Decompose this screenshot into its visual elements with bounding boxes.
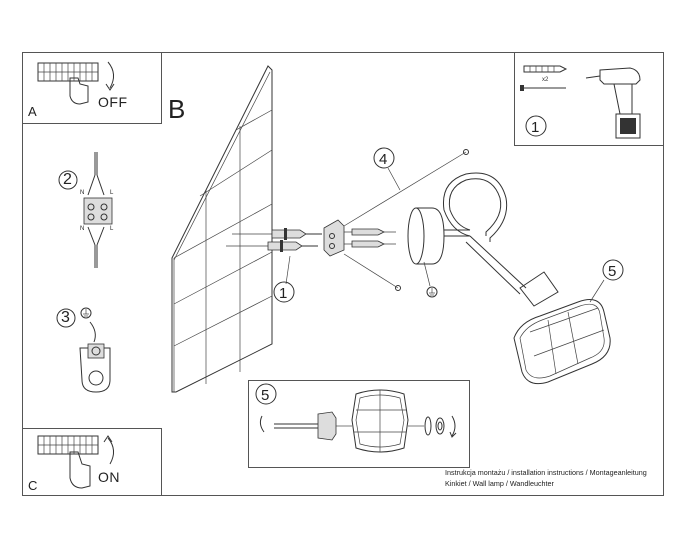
- arrow-on-curve: [107, 437, 114, 465]
- breaker-on-illustration: [37, 435, 114, 489]
- off-label: OFF: [98, 94, 128, 110]
- arrow-off-curve: [107, 61, 114, 89]
- hand-on: [69, 451, 91, 489]
- caption-line-1: Instrukcja montażu / installation instru…: [445, 468, 647, 477]
- wall-plug-icon: [523, 65, 568, 73]
- wall-panel-illustration: [171, 65, 273, 393]
- canopy-ground-icon: [423, 261, 438, 298]
- tools-panel: [514, 52, 664, 146]
- screw-icon: [520, 85, 566, 91]
- ground-terminal-illustration: [56, 307, 111, 393]
- on-label: ON: [98, 469, 120, 485]
- step-c-letter: C: [28, 478, 38, 493]
- callout-mount-kit: 1: [273, 255, 295, 303]
- step-a-letter: A: [28, 104, 37, 119]
- lamp-shade-illustration: [513, 271, 611, 385]
- quantity-label: x2: [542, 77, 549, 83]
- terminal-l-bottom: L: [110, 226, 114, 232]
- callout-shade: 5: [589, 259, 624, 303]
- tools-step-number: 1: [531, 119, 539, 136]
- terminal-block: [83, 197, 113, 225]
- shade-assembly-detail: 5: [255, 383, 457, 453]
- step-3-number: 3: [61, 309, 70, 326]
- terminal-l-top: L: [110, 190, 114, 196]
- drill-icon: [585, 67, 641, 139]
- callout-shade-number: 5: [608, 263, 616, 280]
- canopy-illustration: [407, 207, 470, 265]
- wall-anchors-illustration: [226, 228, 322, 252]
- step-2-circle: [58, 170, 78, 190]
- drawing-frame: [22, 52, 664, 496]
- section-b-label: B: [168, 94, 186, 124]
- caption-line-2: Kinkiet / Wall lamp / Wandleuchter: [445, 479, 554, 488]
- lamp-arm-illustration: [442, 172, 527, 295]
- canopy-screws: [343, 149, 469, 291]
- step-1-circle: [525, 115, 547, 137]
- ground-symbol-icon: [80, 307, 92, 319]
- mounting-bracket-illustration: [323, 219, 396, 257]
- wiring-terminal-illustration: [58, 152, 113, 268]
- ground-bracket: [79, 347, 111, 393]
- callout-cover: 4: [373, 147, 401, 191]
- tools-illustration: x2 1: [520, 65, 641, 139]
- caption: Instrukcja montażu / installation instru…: [445, 467, 647, 489]
- hand-off: [69, 77, 89, 105]
- breaker-off-illustration: [37, 61, 115, 105]
- callout-detail-number: 5: [261, 387, 269, 404]
- step-2-number: 2: [63, 171, 72, 188]
- terminal-n-top: N: [80, 190, 85, 196]
- terminal-n-bottom: N: [80, 226, 85, 232]
- step-3-circle: [56, 308, 76, 328]
- callout-mount-kit-number: 1: [279, 285, 287, 302]
- callout-cover-number: 4: [379, 151, 387, 168]
